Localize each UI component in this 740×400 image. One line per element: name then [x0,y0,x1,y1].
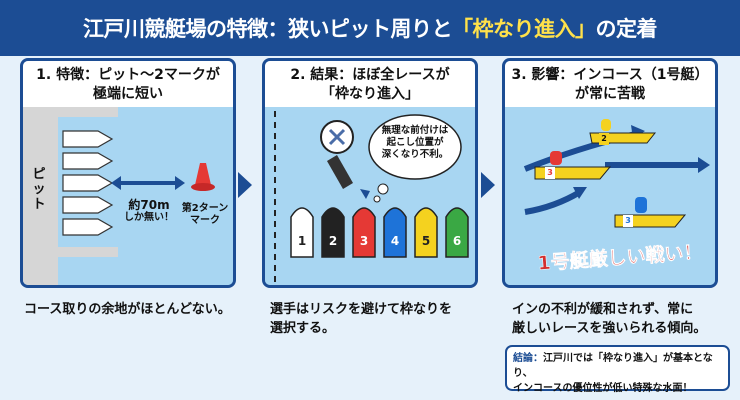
boat-number: 5 [421,234,431,248]
distance-label: 約70m [128,198,170,212]
arrow-right-icon [238,172,252,198]
panel-result: 2. 結果：ほぼ全レースが「枠なり進入」 無理な前付けは起こし位置が深くなり不利… [262,58,478,288]
title-line: 極端に短い [93,86,163,102]
conclusion-box: 結論：江戸川では「枠なり進入」が基本となり、インコースの優位性が低い特殊な水面！ [505,345,730,394]
title-line: 1. 特徴：ピット〜2マークが [36,67,220,83]
boat-2 [321,207,345,258]
title-highlight: 「枠なり進入」 [452,17,596,41]
boat-number: 4 [390,234,400,248]
title-main: 江戸川競艇場の特徴：狭いピット周りと [83,17,453,41]
water-diagram: 2 3 3 1号艇厳しい戦い！ [505,107,715,285]
title-suffix: の定着 [595,17,658,41]
boat-1 [290,207,314,258]
boat-5 [414,207,438,258]
bubble-line: 深くなり不利。 [381,149,449,160]
panel-feature: 1. 特徴：ピット〜2マークが極端に短い ピット 約70m しか無い！ 第2ター… [20,58,236,288]
boat-3 [352,207,376,258]
distance-note: しか無い！ [124,212,174,223]
caption-result: 選手はリスクを避けて枠なりを選択する。 [270,300,452,338]
page-title: 江戸川競艇場の特徴：狭いピット周りと「枠なり進入」の定着 [0,0,740,56]
title-line: 「枠なり進入」 [321,86,419,102]
boat-number: 6 [452,234,462,248]
conclusion-line: インコースの優位性が低い特殊な水面！ [513,383,693,394]
caption-line: 選択する。 [270,321,336,336]
boat-4 [383,207,407,258]
boat-number: 2 [599,133,609,145]
title-line: 3. 影響：インコース（1号艇） [511,67,709,83]
bubble-line: 起こし位置が [386,137,444,148]
boat-number: 1 [297,234,307,248]
caption-line: インの不利が緩和されず、常に [512,302,694,317]
thought-bubble: 無理な前付けは起こし位置が深くなり不利。 [373,125,457,161]
panel-impact: 3. 影響：インコース（1号艇） が常に苦戦 2 3 3 1号艇厳しい戦い！ [502,58,718,288]
caption-impact: インの不利が緩和されず、常に厳しいレースを強いられる傾向。 [512,300,706,338]
boat-number: 3 [545,167,555,179]
pit-diagram [23,107,215,285]
conclusion-line: 江戸川では「枠なり進入」が基本となり、 [513,353,713,379]
title-line: が常に苦戦 [575,86,645,102]
panel-title: 1. 特徴：ピット〜2マークが極端に短い [23,61,233,107]
pit-label: ピット [32,167,46,212]
mark-label: 第2ターン [181,203,229,214]
caption-feature: コース取りの余地がほとんどない。 [24,302,231,317]
water-diagram: 無理な前付けは起こし位置が深くなり不利。 1 2 3 4 5 6 [265,107,475,285]
panel-title: 2. 結果：ほぼ全レースが「枠なり進入」 [265,61,475,107]
arrow-right-icon [481,172,495,198]
boat-6 [445,207,469,258]
conclusion-label: 結論： [513,353,543,364]
boat-number: 2 [328,234,338,248]
boat-number: 3 [359,234,369,248]
title-line: 2. 結果：ほぼ全レースが [290,67,450,83]
water-diagram: ピット 約70m しか無い！ 第2ターン マーク [23,107,233,285]
caption-line: 厳しいレースを強いられる傾向。 [512,321,707,336]
boat-number: 3 [623,215,633,227]
mark-label: マーク [190,215,220,226]
caption-line: 選手はリスクを避けて枠なりを [270,302,453,317]
start-diagram [274,111,469,285]
panel-title: 3. 影響：インコース（1号艇） が常に苦戦 [505,61,715,107]
bubble-line: 無理な前付けは [381,125,449,136]
